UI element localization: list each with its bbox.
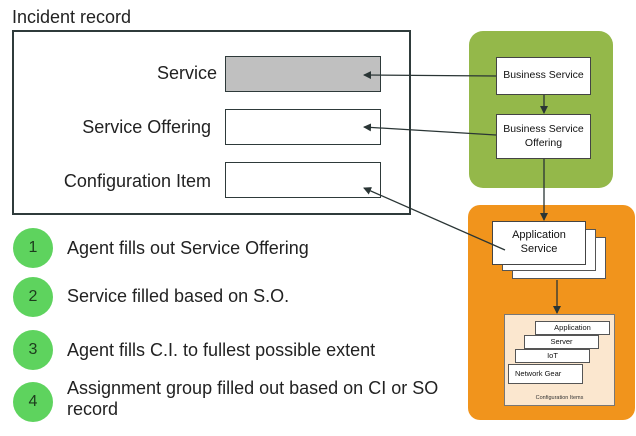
ci-network-gear: Network Gear [508, 364, 583, 384]
step-3-badge: 3 [13, 330, 53, 370]
arrow-business-service-to-service [363, 71, 497, 80]
service-label: Service [156, 63, 217, 83]
configuration-item-field[interactable] [225, 162, 381, 198]
step-2-text: Service filled based on S.O. [67, 286, 290, 306]
step-1-text: Agent fills out Service Offering [67, 238, 309, 258]
service-offering-field[interactable] [225, 109, 381, 145]
step-3-text: Agent fills C.I. to fullest possible ext… [67, 340, 376, 360]
step-4-text: Assignment group filled out based on CI … [67, 378, 439, 419]
service-offering-label: Service Offering [82, 117, 211, 137]
step-4-badge: 4 [13, 382, 53, 422]
application-service-node: Application Service [492, 221, 586, 265]
ci-server: Server [524, 335, 599, 349]
arrow-app-service-to-configuration-item [363, 187, 506, 251]
service-field[interactable] [225, 56, 381, 92]
configuration-item-label: Configuration Item [63, 171, 211, 191]
arrow-offering-to-service-offering [363, 123, 497, 136]
step-2-badge: 2 [13, 277, 53, 317]
ci-application: Application [535, 321, 610, 335]
business-service-offering-node: Business Service Offering [496, 114, 591, 159]
page-title: Incident record [12, 7, 132, 27]
step-1-badge: 1 [13, 228, 53, 268]
ci-iot: IoT [515, 349, 590, 363]
business-service-node: Business Service [496, 57, 591, 95]
configuration-items-caption: Configuration Items [535, 395, 584, 401]
